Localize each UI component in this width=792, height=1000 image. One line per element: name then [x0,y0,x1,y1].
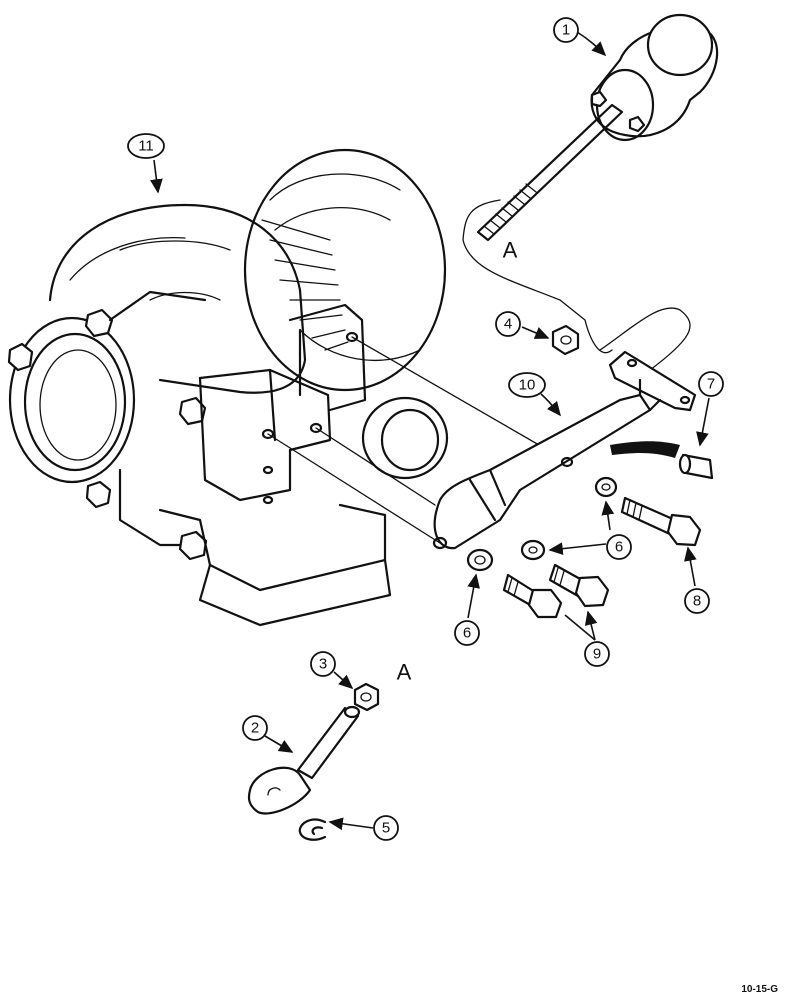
svg-text:5: 5 [382,820,390,837]
callouts: 1 11 4 10 7 6 6 8 9 3 2 5 6 [127,17,724,841]
callout-10: 10 [508,372,546,398]
svg-text:3: 3 [319,656,327,673]
callout-11: 11 [127,133,165,159]
svg-text:7: 7 [707,376,715,393]
callout-1: 1 [553,17,579,43]
svg-text:11: 11 [138,138,154,155]
washer-upper [594,476,618,498]
callout-7: 7 [698,371,724,397]
svg-text:2: 2 [251,720,259,737]
callout-6-left: 6 [454,620,480,646]
washer-middle [520,539,546,561]
callout-6-right: 6 [606,534,632,560]
bolts-part-9 [502,563,610,619]
reference-letter-bottom: A [397,660,412,685]
nut-part-4 [551,324,580,356]
callout-2: 2 [242,715,268,741]
alignment-lines [267,199,691,544]
retaining-clip-part-5 [298,818,327,841]
mounting-bracket [432,350,697,550]
svg-text:9: 9 [593,646,601,663]
callout-3: 3 [310,651,336,677]
bolt-part-8 [620,496,702,547]
callout-4: 4 [495,311,521,337]
wastegate-actuator [476,13,719,242]
washer-lower [466,548,494,572]
svg-text:10: 10 [519,377,536,394]
svg-text:8: 8 [693,593,701,610]
svg-text:4: 4 [504,316,512,333]
svg-text:6: 6 [463,625,471,642]
rod-end-part-2 [247,705,361,815]
callout-8: 8 [684,588,710,614]
callout-9: 9 [584,641,610,667]
svg-text:6: 6 [615,539,623,556]
callout-5: 5 [373,815,399,841]
figure-id: 10-15-G [741,984,778,995]
leader-arrows [150,31,710,831]
svg-text:1: 1 [562,22,570,39]
nut-part-3 [353,682,380,712]
turbocharger-assembly [7,148,449,627]
spacer-part-7 [678,453,714,480]
reference-letter-top: A [503,238,518,263]
